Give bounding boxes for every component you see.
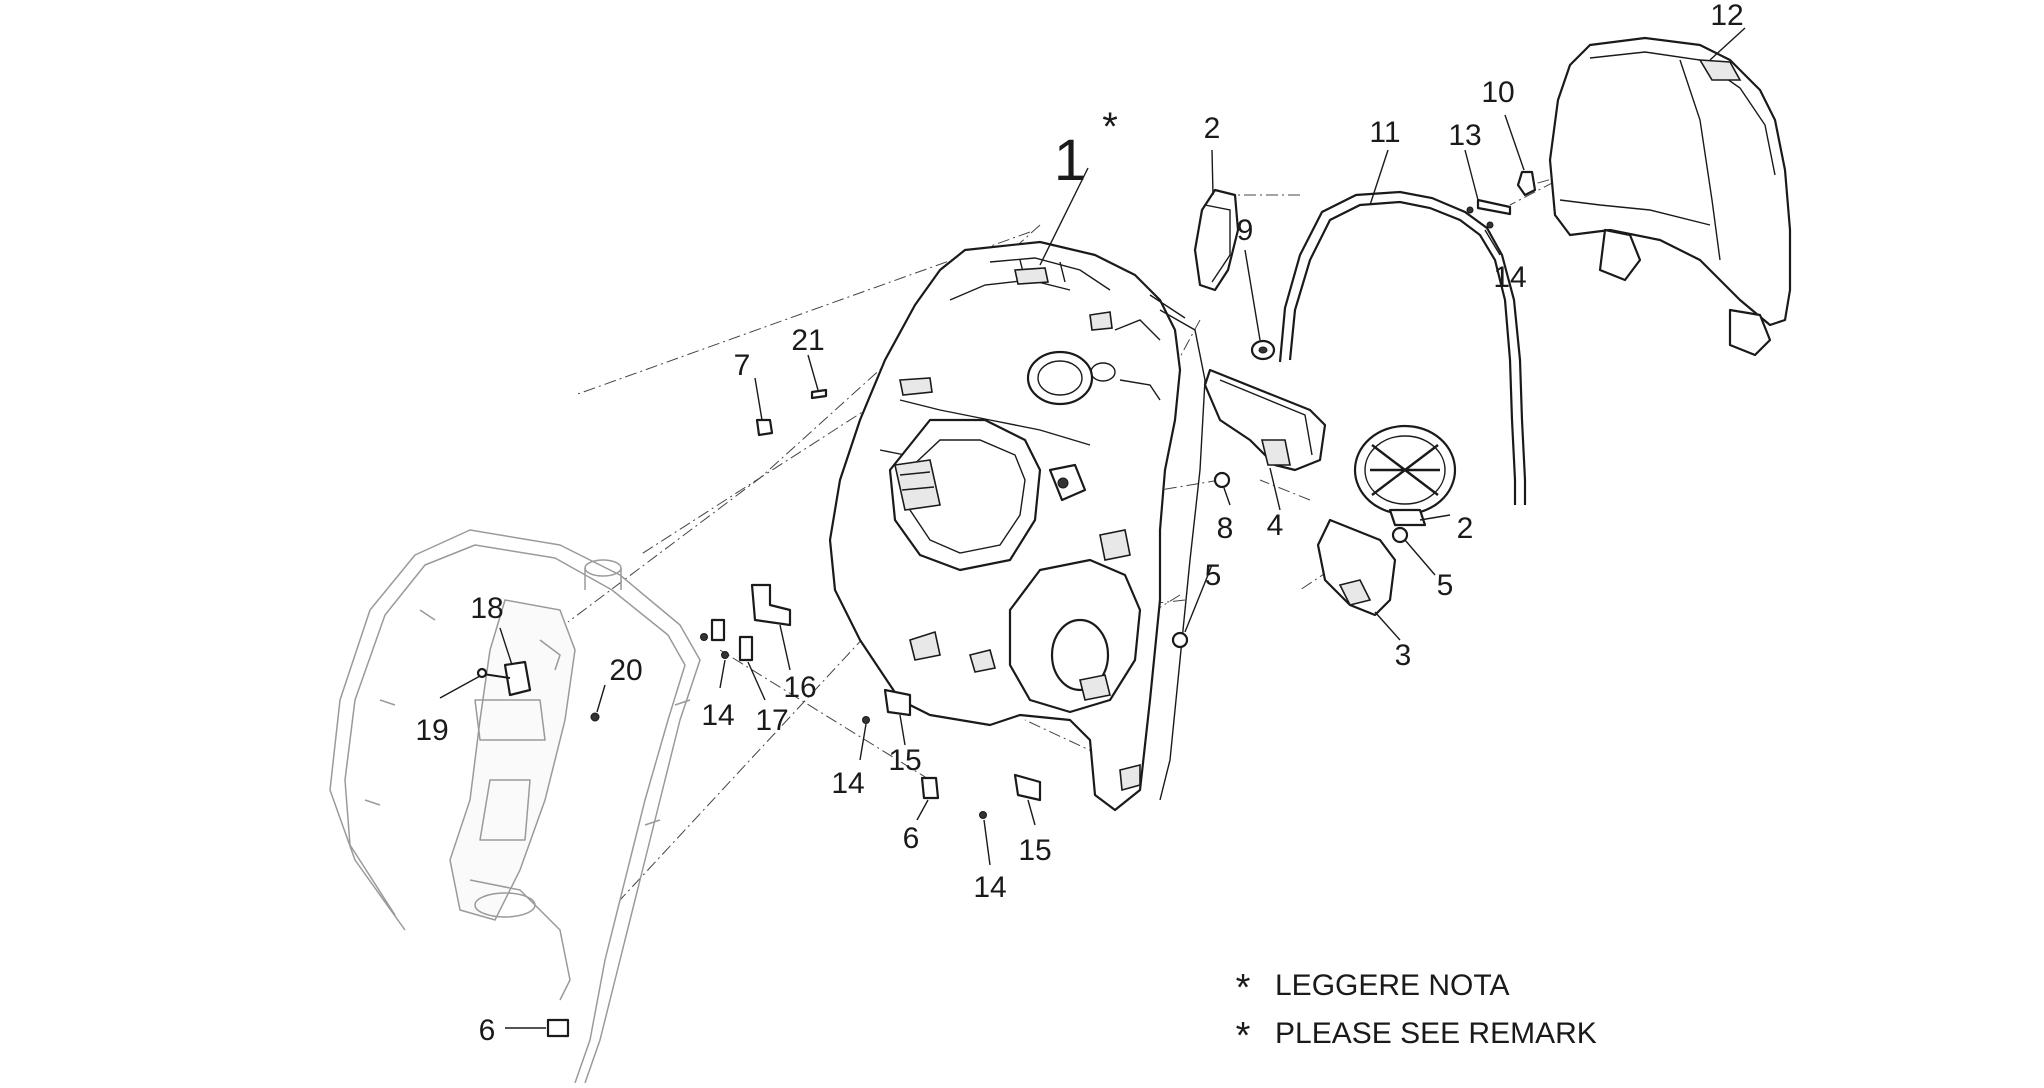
hardware: [476, 170, 1537, 1038]
note-text-en: PLEASE SEE REMARK: [1275, 1017, 1597, 1050]
callout-1-asterisk: *: [1102, 105, 1118, 149]
callout-6-bottom: 6: [479, 1014, 496, 1047]
part-1-leg-shield: [828, 240, 1206, 812]
callout-18: 18: [470, 592, 503, 625]
note-marker-it: *: [1236, 967, 1251, 1009]
callout-7: 7: [734, 349, 751, 382]
callout-20: 20: [609, 654, 642, 687]
callout-5-right: 5: [1437, 569, 1454, 602]
callout-11: 11: [1369, 116, 1400, 149]
part-2-upper-cover: [1193, 188, 1240, 292]
frame-ghost: [329, 529, 701, 1084]
callout-12: 12: [1710, 0, 1743, 32]
callout-16: 16: [783, 671, 816, 704]
callout-2-upper: 2: [1204, 112, 1221, 145]
part-2-round-cover: [1353, 424, 1457, 527]
callout-14-bottom: 14: [973, 871, 1006, 904]
callout-labels: 1 * 2 2 3 4 5 5 6 6 7 8 9 10 11 12 13 14…: [415, 0, 1743, 1047]
part-11-edge-strip: [1278, 190, 1527, 505]
callout-9: 9: [1237, 214, 1254, 247]
callout-14-middle: 14: [831, 767, 864, 800]
callout-13: 13: [1448, 119, 1481, 152]
callout-10: 10: [1481, 76, 1514, 109]
callout-17: 17: [755, 704, 788, 737]
leader-lines: [439, 27, 1746, 1029]
part-4-panel: [1203, 368, 1327, 472]
callout-14-left: 14: [701, 699, 734, 732]
callout-15-right: 15: [1018, 834, 1051, 867]
callout-21: 21: [791, 324, 824, 357]
note-marker-en: *: [1236, 1015, 1251, 1057]
callout-5-left: 5: [1205, 559, 1222, 592]
note-text-it: LEGGERE NOTA: [1275, 969, 1510, 1002]
part-3-cover: [1316, 518, 1397, 617]
callout-6-middle: 6: [903, 822, 920, 855]
part-12-upper-shield: [1548, 36, 1792, 357]
callout-4: 4: [1267, 509, 1284, 542]
callout-3: 3: [1395, 639, 1412, 672]
callout-19: 19: [415, 714, 448, 747]
callout-14-upper: 14: [1493, 261, 1526, 294]
notes: * LEGGERE NOTA * PLEASE SEE REMARK: [1236, 967, 1597, 1057]
part-9-grommet: [1250, 339, 1276, 361]
callout-2-lower: 2: [1457, 512, 1474, 545]
callout-1: 1: [1054, 128, 1086, 193]
callout-15-left: 15: [888, 744, 921, 777]
callout-8: 8: [1217, 512, 1234, 545]
